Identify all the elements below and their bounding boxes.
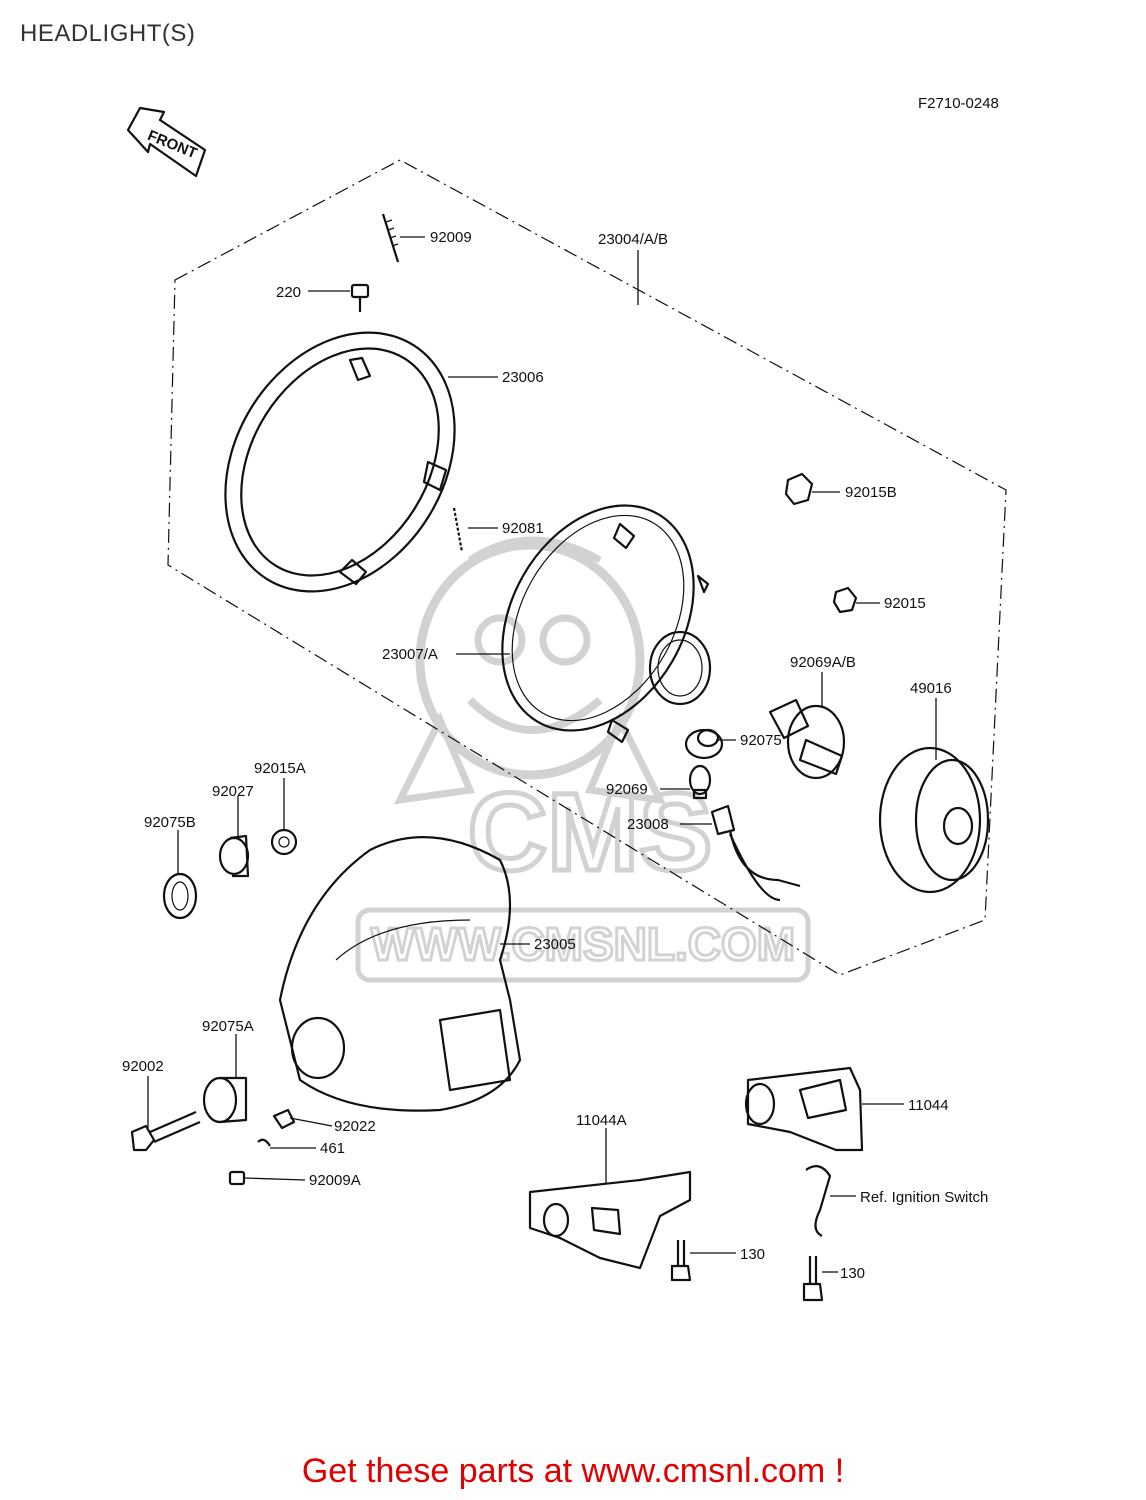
watermark-url: WWW.CMSNL.COM [371,918,795,970]
callout-92002: 92002 [122,1058,164,1075]
callout-130-left: 130 [740,1246,765,1263]
callout-92075A: 92075A [202,1018,254,1035]
part-92069AB-bulb [768,698,846,780]
callout-23008: 23008 [627,816,669,833]
assembly-outline [167,159,1007,976]
callout-461: 461 [320,1140,345,1157]
part-23006-rim [224,331,456,593]
part-130-bolt-right [802,1256,824,1302]
callout-23007: 23007/A [382,646,438,663]
part-92015B-nut [784,472,814,506]
callout-130-right: 130 [840,1265,865,1282]
part-92027-collar [218,834,250,878]
part-92022-nut [272,1108,296,1130]
part-92081-spring [452,507,464,553]
part-23007-headlight-body [501,504,712,744]
callout-92022: 92022 [334,1118,376,1135]
part-130-bolt-left [670,1240,692,1282]
page-title: HEADLIGHT(S) [20,20,196,47]
part-23008-socket [710,804,801,902]
callout-92009: 92009 [430,229,472,246]
part-92075A-bushing [202,1076,248,1124]
footer-link[interactable]: Get these parts at www.cmsnl.com ! [301,1452,845,1490]
part-ignition-clip [805,1165,832,1237]
callout-92009A: 92009A [309,1172,361,1189]
front-arrow-icon: FRONT [126,106,207,178]
part-92015A-nut [270,828,298,856]
callout-92069: 92069 [606,781,648,798]
part-92002-bolt [130,1110,201,1152]
callout-92015B: 92015B [845,484,897,501]
part-23005-housing [278,836,522,1112]
part-92009-screw [381,213,400,263]
part-92015-nut [832,586,858,614]
watermark: CMS WWW.CMSNL.COM [355,536,811,983]
callout-23006: 23006 [502,369,544,386]
part-49016-cap [878,746,990,894]
callout-220: 220 [276,284,301,301]
callout-49016: 49016 [910,680,952,697]
callout-11044: 11044 [908,1097,949,1114]
diagram-code: F2710-0248 [918,95,999,112]
callout-ref-ignition-switch: Ref. Ignition Switch [860,1189,988,1206]
part-92075-grommet [684,728,724,760]
front-arrow-label: FRONT [145,127,199,162]
callout-92075: 92075 [740,732,782,749]
callout-92027: 92027 [212,783,254,800]
callout-23004: 23004/A/B [598,231,668,248]
part-220-screw [350,283,370,312]
part-92075B-ring [162,872,198,920]
callout-23005: 23005 [534,936,576,953]
watermark-mascot-icon [393,536,667,805]
callout-92015: 92015 [884,595,926,612]
callout-92069AB: 92069A/B [790,654,856,671]
callout-92081: 92081 [502,520,544,537]
callout-labels: 92009 23004/A/B 220 23006 92081 92015B 9… [122,229,988,1282]
part-92009A-screw [228,1170,246,1186]
callout-11044A: 11044A [576,1112,627,1129]
part-11044A-bracket [528,1170,692,1270]
part-92069-bulb [688,764,712,800]
callout-92015A: 92015A [254,760,306,777]
part-461-clip [257,1138,271,1147]
leader-lines [147,236,937,1273]
callout-92075B: 92075B [144,814,196,831]
part-11044-bracket [744,1066,864,1152]
